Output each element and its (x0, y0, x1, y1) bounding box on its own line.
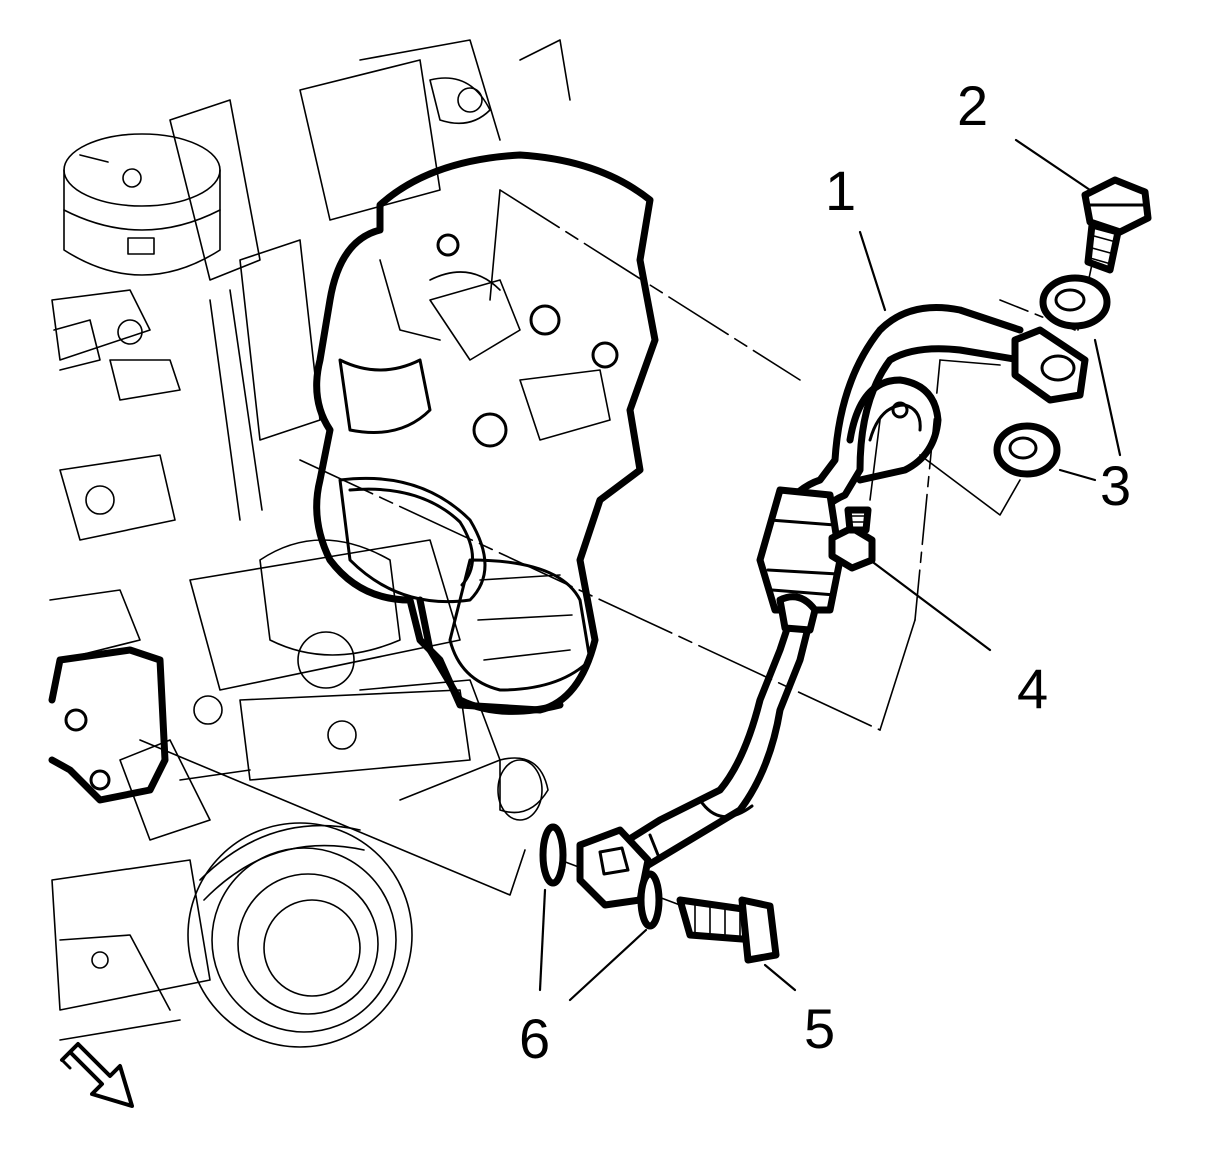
turbocharger-assembly (313, 151, 659, 715)
callout-3: 3 (1100, 454, 1131, 517)
part-1-oil-feed-pipe (576, 304, 1089, 909)
part-6-sealing-washers-lower (539, 823, 663, 930)
front-direction-arrow-icon (60, 1042, 134, 1108)
callout-5: 5 (804, 997, 835, 1060)
callout-6: 6 (519, 1007, 550, 1070)
callout-labels: 1 2 3 4 5 6 (519, 74, 1131, 1070)
part-2-banjo-bolt (1081, 176, 1152, 274)
heat-shield-outline (48, 646, 169, 804)
callout-2: 2 (957, 74, 988, 137)
callout-1: 1 (825, 159, 856, 222)
callout-4: 4 (1017, 657, 1048, 720)
part-5-banjo-bolt-lower (676, 896, 780, 964)
part-4-bracket-bolt (828, 506, 876, 572)
engine-block-linework (49, 39, 571, 1048)
callout-leaders (538, 138, 1122, 1002)
part-3-sealing-washers (993, 274, 1111, 478)
